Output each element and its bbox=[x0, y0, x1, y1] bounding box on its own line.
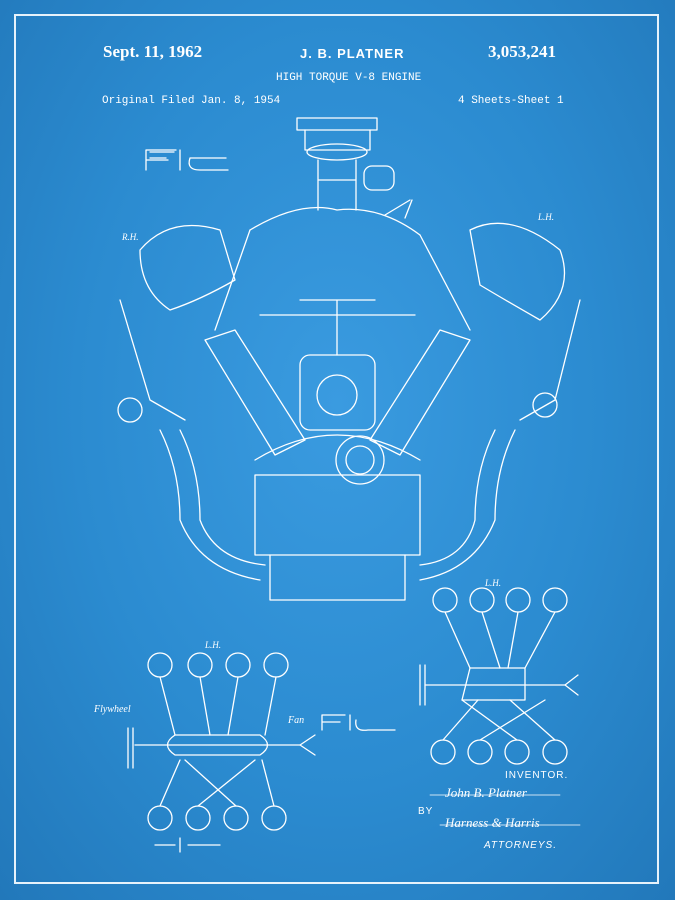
inventor-caption: INVENTOR. bbox=[505, 770, 569, 781]
inventor-signature: John B. Platner bbox=[445, 785, 527, 800]
label-rh: R.H. bbox=[122, 232, 139, 242]
label-lh-fig1: L.H. bbox=[538, 212, 555, 222]
label-fan: Fan bbox=[288, 715, 305, 726]
engine-block bbox=[118, 200, 580, 600]
sheet-count: 4 Sheets-Sheet 1 bbox=[458, 95, 564, 107]
inventor-name: J. B. PLATNER bbox=[300, 46, 405, 61]
patent-date: Sept. 11, 1962 bbox=[103, 42, 203, 61]
filed-date: Original Filed Jan. 8, 1954 bbox=[102, 95, 281, 107]
fig2-diagram bbox=[128, 653, 315, 852]
by-caption: BY bbox=[418, 806, 434, 817]
fig1-label-strokes bbox=[146, 150, 228, 170]
carburetor bbox=[297, 118, 394, 210]
label-lh-fig3: L.H. bbox=[485, 578, 502, 588]
patent-title: HIGH TORQUE V-8 ENGINE bbox=[276, 72, 422, 84]
attorney-signature: Harness & Harris bbox=[445, 815, 540, 830]
attorneys-caption: ATTORNEYS. bbox=[484, 840, 557, 851]
fig2-label-strokes bbox=[155, 838, 220, 852]
label-lh-fig2: L.H. bbox=[205, 640, 222, 650]
patent-number: 3,053,241 bbox=[488, 42, 556, 61]
arrow-31 bbox=[385, 200, 412, 218]
border-frame bbox=[14, 14, 659, 884]
fig3-diagram bbox=[420, 588, 578, 764]
fig3-label-strokes bbox=[322, 715, 395, 730]
label-flywheel: Flywheel bbox=[94, 704, 131, 715]
